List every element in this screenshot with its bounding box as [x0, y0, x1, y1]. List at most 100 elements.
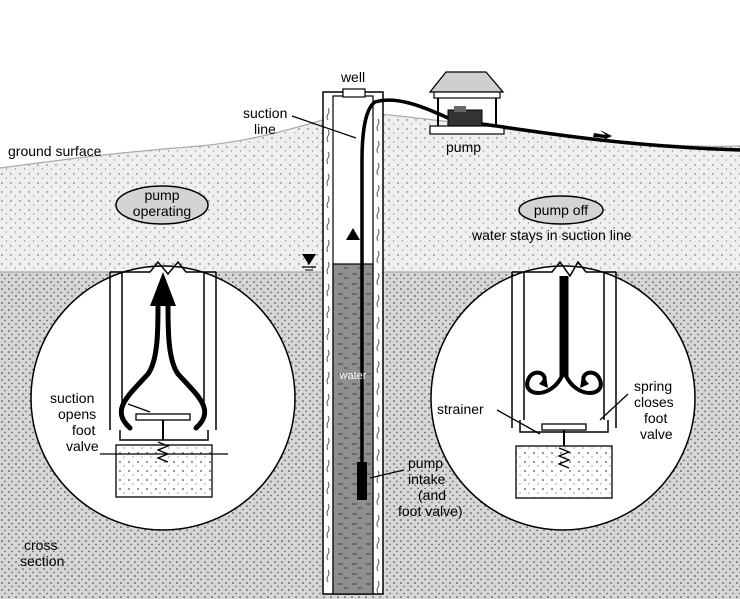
label-spring-2: closes [634, 394, 674, 410]
strainer-leader [496, 409, 541, 435]
intake-leader [369, 469, 405, 479]
casing-wall-mark [376, 338, 380, 352]
casing-wall-mark [326, 393, 330, 407]
discharge-line [481, 122, 740, 152]
foot-valve-closed [541, 423, 587, 431]
label-spring-4: valve [640, 426, 673, 442]
label-water: water [339, 370, 367, 382]
casing-wall-mark [376, 140, 380, 154]
upflow-arrow [346, 228, 360, 240]
label-suction-opens-4: valve [66, 438, 99, 454]
flow-streamline [118, 302, 208, 431]
casing-wall-mark [376, 162, 380, 176]
label-pump: pump [446, 139, 481, 155]
casing-wall-mark [376, 272, 380, 286]
spring-left [156, 441, 170, 463]
casing-wall-mark [376, 250, 380, 264]
pump-off-detail [430, 260, 696, 531]
suction-line-leader [291, 115, 357, 139]
spring-leader [599, 393, 629, 421]
pump-base [429, 125, 505, 135]
casing-wall-mark [326, 459, 330, 473]
label-intake-4: foot valve) [398, 503, 463, 519]
label-suction-opens-3: foot [72, 422, 95, 438]
detail-circle-left [30, 265, 296, 531]
casing-wall-mark [326, 437, 330, 451]
pump-motor [447, 109, 483, 127]
casing-wall-mark [376, 184, 380, 198]
casing-wall-mark [376, 206, 380, 220]
casing-wall-mark [376, 118, 380, 132]
label-suction-line-1: suction [243, 105, 287, 121]
well-cap [342, 88, 366, 98]
casing-wall-mark [326, 107, 330, 121]
label-suction-opens-2: opens [58, 406, 96, 422]
label-well: well [340, 69, 365, 85]
pill-pump-off [518, 195, 604, 225]
casing-wall-mark [326, 525, 330, 539]
casing-wall-mark [326, 415, 330, 429]
flow-arrow-up [150, 272, 176, 306]
pump-intake [357, 462, 367, 500]
label-pump-off: pump off [534, 202, 588, 218]
pump-house [428, 71, 505, 135]
casing-wall-mark [376, 426, 380, 440]
suction-line [360, 98, 449, 470]
casing-wall-mark [326, 547, 330, 561]
label-suction-opens-1: suction [50, 390, 94, 406]
casing-wall-mark [326, 327, 330, 341]
casing-wall-mark [376, 316, 380, 330]
casing-wall-mark [326, 239, 330, 253]
label-strainer: strainer [437, 401, 484, 417]
label-cross-2: section [20, 553, 64, 569]
eddy-swirls [525, 370, 603, 395]
well-casing [322, 88, 384, 595]
casing-wall-mark [376, 470, 380, 484]
water-table-symbol [302, 254, 316, 265]
casing-wall-mark [376, 580, 380, 594]
casing-wall-mark [326, 503, 330, 517]
casing-wall-texture [326, 107, 380, 594]
casing-wall-mark [376, 558, 380, 572]
label-pump-operating-1: pump [144, 187, 179, 203]
spring-right [557, 447, 571, 469]
casing-wall-mark [376, 514, 380, 528]
pump-operating-detail [30, 260, 296, 531]
label-suction-line-2: line [254, 121, 276, 137]
label-water-stays: water stays in suction line [471, 227, 632, 243]
casing-wall-mark [376, 228, 380, 242]
casing-wall-mark [326, 261, 330, 275]
casing-wall-mark [376, 382, 380, 396]
casing-wall-mark [376, 536, 380, 550]
label-cross-1: cross [24, 537, 57, 553]
pill-pump-operating [115, 185, 209, 225]
casing-wall-mark [326, 173, 330, 187]
flow-arrow [593, 130, 612, 142]
casing-wall-mark [326, 151, 330, 165]
foot-valve-open [135, 413, 191, 421]
casing-wall-mark [326, 283, 330, 297]
casing-wall-mark [326, 305, 330, 319]
casing-wall-mark [326, 569, 330, 583]
casing-wall-mark [326, 349, 330, 363]
casing-wall-mark [326, 371, 330, 385]
casing-wall-mark [326, 217, 330, 231]
label-spring-1: spring [634, 378, 672, 394]
label-ground-surface: ground surface [8, 143, 102, 159]
label-pump-operating-2: operating [133, 203, 191, 219]
casing-wall-mark [326, 195, 330, 209]
casing-wall-mark [376, 492, 380, 506]
casing-wall-mark [376, 294, 380, 308]
casing-wall-mark [376, 404, 380, 418]
well-water [333, 264, 373, 594]
casing-wall-mark [326, 481, 330, 495]
casing-wall-mark [326, 129, 330, 143]
casing-wall-mark [376, 448, 380, 462]
label-spring-3: foot [644, 410, 667, 426]
label-intake-2: intake [408, 471, 446, 487]
leader-line [127, 403, 151, 413]
label-intake-1: pump [408, 455, 443, 471]
casing-wall-mark [376, 360, 380, 374]
